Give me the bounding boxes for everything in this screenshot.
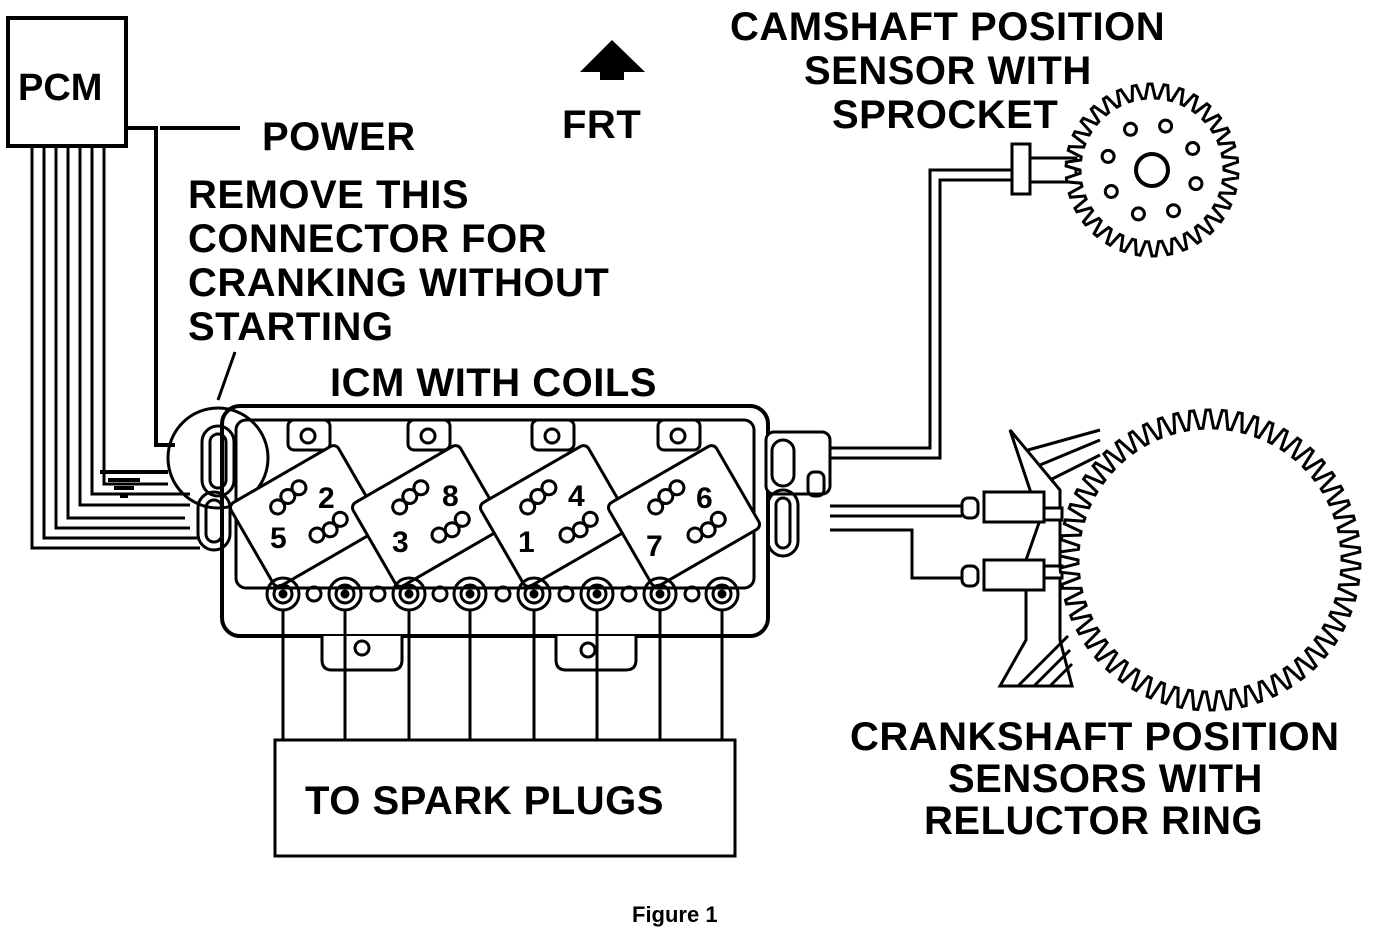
- remove-note-line-4: STARTING: [188, 305, 393, 349]
- cam-sprocket-hole: [1188, 176, 1204, 192]
- front-arrow-icon: [580, 40, 645, 80]
- remove-note-line-3: CRANKING WITHOUT: [188, 261, 609, 305]
- cam-sprocket-hole: [1100, 148, 1116, 164]
- pcm-module: PCM: [6, 16, 128, 148]
- icm-label: ICM WITH COILS: [330, 361, 657, 405]
- cylinder-number: 3: [392, 526, 409, 559]
- remove-connector-note: REMOVE THIS CONNECTOR FOR CRANKING WITHO…: [188, 173, 609, 401]
- remove-note-line-2: CONNECTOR FOR: [188, 217, 547, 261]
- cylinder-number: 8: [442, 480, 459, 513]
- coil-pack-2: [351, 444, 505, 588]
- cam-label-line-2: SENSOR WITH: [804, 49, 1092, 93]
- icm-top-tabs: [286, 418, 702, 452]
- coil-pack-1: [229, 444, 383, 588]
- pcm-box: [6, 16, 128, 148]
- cam-sensor-body: [1010, 142, 1032, 196]
- pcm-harness: [30, 146, 200, 550]
- power-label: POWER: [262, 115, 416, 159]
- power-wire-line: [126, 126, 175, 447]
- pcm-label: PCM: [18, 67, 102, 109]
- cam-label-line-1: CAMSHAFT POSITION: [730, 5, 1165, 49]
- cylinder-number: 1: [518, 526, 535, 559]
- remove-note-leader: [216, 351, 237, 401]
- crank-label-line-3: RELUCTOR RING: [924, 799, 1263, 843]
- icm-bottom-tabs: [320, 636, 638, 672]
- cam-sprocket-hole: [1103, 184, 1119, 199]
- cam-sprocket-hole: [1123, 121, 1138, 137]
- crank-label-line-2: SENSORS WITH: [948, 757, 1263, 801]
- cam-sprocket-hole: [1185, 141, 1201, 156]
- cylinder-number: 4: [568, 480, 585, 513]
- coil-pack-group: [229, 444, 761, 588]
- cylinder-number: 2: [318, 482, 335, 515]
- cylinder-number: 5: [270, 522, 287, 555]
- cam-sprocket-teeth: [1064, 82, 1240, 258]
- right-connector: [764, 430, 832, 558]
- camshaft-sensor: [1010, 82, 1240, 258]
- cam-sprocket: [1064, 82, 1240, 258]
- coil-numbers: 2 5 8 3 4 1 6 7: [270, 480, 713, 563]
- cylinder-number: 6: [696, 482, 713, 515]
- spark-plugs-box: TO SPARK PLUGS: [273, 738, 737, 858]
- cam-sprocket-hole: [1166, 203, 1181, 219]
- front-indicator: FRT: [562, 40, 645, 147]
- cam-sensor-wiring: [830, 168, 1012, 580]
- reluctor-ring-teeth: [1058, 408, 1362, 712]
- figure-caption: Figure 1: [632, 902, 718, 927]
- spark-plugs-label: TO SPARK PLUGS: [305, 779, 664, 823]
- coil-pack-3: [479, 444, 633, 588]
- crank-label-line-1: CRANKSHAFT POSITION: [850, 715, 1340, 759]
- remove-note-line-1: REMOVE THIS: [188, 173, 469, 217]
- cam-sprocket-hole: [1130, 206, 1146, 222]
- cam-label-line-3: SPROCKET: [832, 93, 1058, 137]
- cam-sprocket-hub: [1134, 152, 1170, 188]
- connector-highlight-circle: [166, 406, 270, 510]
- cylinder-number: 7: [646, 530, 663, 563]
- crank-sensor-lower: [982, 558, 1046, 592]
- reluctor-ring: [1058, 408, 1362, 712]
- crank-sensor-upper: [982, 490, 1046, 524]
- front-label: FRT: [562, 103, 641, 147]
- cam-sprocket-hole: [1158, 118, 1174, 134]
- coil-pack-4: [607, 444, 761, 588]
- spark-plug-wires: [281, 610, 724, 740]
- spark-plugs-box-frame: [273, 738, 737, 858]
- power-wire: [100, 126, 240, 498]
- left-connector: [166, 406, 270, 552]
